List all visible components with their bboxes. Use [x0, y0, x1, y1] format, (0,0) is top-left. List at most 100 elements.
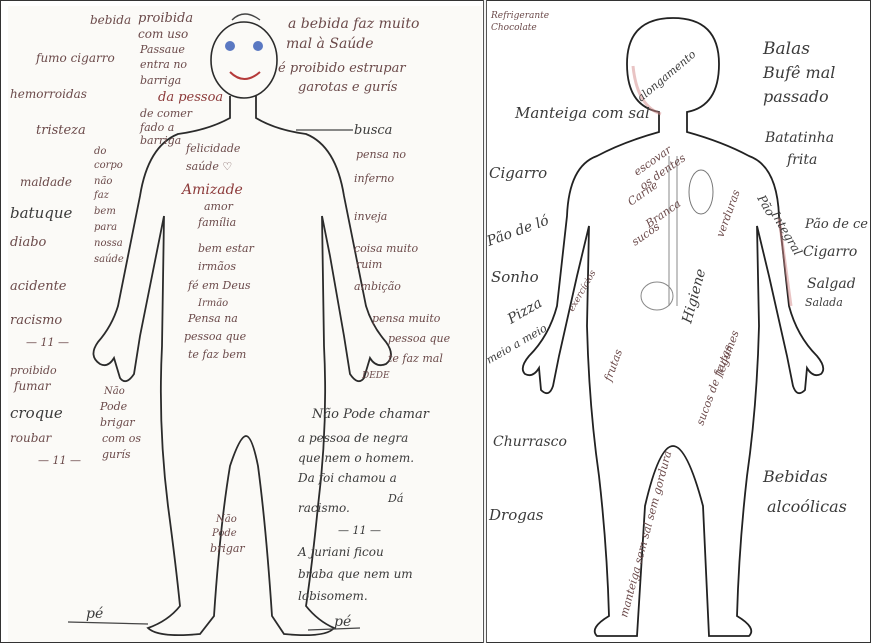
- note-mal-saude: mal à Saúde: [286, 36, 374, 52]
- para-2: que nem o homem.: [298, 451, 414, 465]
- note-roubar: roubar: [10, 431, 53, 445]
- note-small-5: para: [94, 222, 117, 233]
- right-handwriting-layer: Refrigerante Chocolate Balas Bufê mal pa…: [487, 6, 869, 642]
- foot-right-label: pé: [334, 614, 351, 630]
- torso-amor: amor: [204, 200, 234, 213]
- body-verduras: verduras: [714, 188, 743, 239]
- body-exercicios: exercícios: [566, 268, 599, 314]
- feet-arrow-left: [68, 622, 148, 624]
- torso-amizade: Amizade: [180, 182, 243, 198]
- para-9: lobisomem.: [298, 589, 368, 603]
- body-sucos-frutas: sucos de frutas: [694, 343, 735, 427]
- leg-pode: Pode: [211, 528, 237, 539]
- label-frita: frita: [786, 152, 817, 168]
- body-higiene: Higiene: [679, 267, 709, 326]
- foot-left-label: pé: [86, 606, 103, 622]
- note-com-uso: com uso: [138, 27, 188, 41]
- label-pao-lo: Pão de ló: [487, 213, 551, 250]
- note-small-0: do: [94, 146, 106, 157]
- torso-bem-estar: bem estar: [198, 242, 255, 255]
- note-sep-1: — 11 —: [26, 336, 69, 349]
- label-sonho: Sonho: [491, 268, 539, 286]
- right-pensa-muito: pensa muito: [372, 312, 441, 325]
- label-meio: meio a meio: [487, 321, 549, 366]
- note-barriga: barriga: [140, 74, 181, 87]
- label-integral: Integral: [768, 208, 805, 258]
- label-balas: Balas: [762, 39, 810, 59]
- left-drawing-panel: bebida proibida com uso Passaue entra no…: [8, 6, 482, 642]
- right-inferno: inferno: [354, 172, 395, 185]
- note-croque: croque: [10, 404, 63, 422]
- label-alongamento: alongamento: [635, 48, 699, 105]
- note-small-2: não: [94, 176, 112, 187]
- para-5: racismo.: [298, 501, 350, 515]
- corner-choco: Chocolate: [491, 23, 537, 33]
- note-small-6: nossa: [94, 238, 123, 249]
- right-ambicao: ambição: [354, 280, 401, 293]
- note-hemorroidas: hemorroidas: [10, 87, 87, 101]
- right-inveja: inveja: [354, 210, 387, 223]
- label-alcoolicas: alcoólicas: [767, 497, 847, 516]
- note-entra: entra no: [140, 58, 187, 71]
- para-7: A juriani ficou: [297, 545, 384, 559]
- note-batuque: batuque: [10, 204, 72, 222]
- para-8: braba que nem um: [298, 567, 413, 581]
- hand-com-os: com os: [102, 432, 141, 445]
- note-acidente: acidente: [10, 279, 67, 294]
- right-faz-mal: te faz mal: [388, 352, 443, 365]
- right-ruim: ruim: [356, 258, 382, 271]
- label-passado: passado: [763, 87, 829, 106]
- label-pao-cer: Pão de cer: [804, 217, 869, 232]
- torso-faz-bem: te faz bem: [188, 348, 246, 361]
- body-manteiga-sem-sal: manteiga sem sal sem gordura: [617, 449, 674, 618]
- note-bebida: bebida: [90, 13, 131, 27]
- torso-pensa: Pensa na: [187, 312, 238, 325]
- torso-familia: família: [197, 216, 236, 229]
- right-pensa: pensa no: [356, 148, 406, 161]
- note-barriga-2: barriga: [140, 134, 181, 147]
- label-salada: Salada: [805, 296, 843, 309]
- label-drogas: Drogas: [488, 506, 544, 524]
- torso-irmaos: irmãos: [198, 260, 236, 273]
- note-estrupar: é proibido estrupar: [278, 61, 406, 76]
- right-pessoa-que: pessoa que: [388, 332, 451, 345]
- para-0: Não Pode chamar: [311, 407, 430, 422]
- note-diabo: diabo: [10, 235, 47, 250]
- note-maldade: maldade: [20, 175, 72, 189]
- label-batatinha: Batatinha: [764, 130, 834, 146]
- note-fado: fado a: [139, 121, 174, 134]
- label-manteiga: Manteiga com sal: [514, 104, 650, 122]
- note-small-3: faz: [93, 190, 110, 201]
- leg-nao: Não: [215, 514, 237, 525]
- torso-irmao: Irmão: [197, 298, 228, 309]
- hand-brigar: brigar: [100, 416, 135, 429]
- note-comer: de comer: [140, 107, 193, 120]
- note-small-4: bem: [94, 206, 116, 217]
- body-frutas: frutas: [601, 347, 625, 384]
- right-coisa: coisa muito: [354, 242, 418, 255]
- label-cigarro-right: Cigarro: [803, 244, 857, 260]
- label-salgad: Salgad: [807, 276, 856, 292]
- label-bufe: Bufê mal: [762, 63, 835, 82]
- torso-saude: saúde ♡: [186, 160, 232, 173]
- label-churrasco: Churrasco: [493, 434, 567, 450]
- torso-fe: fé em Deus: [187, 279, 251, 292]
- torso-pessoa: pessoa que: [184, 330, 247, 343]
- note-garotas: garotas e gurís: [298, 80, 398, 95]
- note-small-7: saúde: [94, 254, 124, 265]
- label-bebidas: Bebidas: [762, 467, 828, 486]
- note-sep-2: — 11 —: [38, 454, 81, 467]
- note-tristeza: tristeza: [36, 123, 86, 138]
- label-cigarro-left: Cigarro: [489, 164, 547, 182]
- note-passaue: Passaue: [139, 43, 185, 56]
- note-pessoa: da pessoa: [158, 90, 223, 105]
- leg-brigar: brigar: [210, 542, 245, 555]
- para-3: Da foi chamou a: [297, 471, 397, 485]
- para-1: a pessoa de negra: [298, 431, 408, 445]
- note-racismo: racismo: [10, 313, 62, 328]
- corner-refri: Refrigerante: [490, 11, 549, 21]
- note-small-1: corpo: [94, 160, 123, 171]
- torso-felicidade: felicidade: [185, 142, 241, 155]
- note-fumar: fumar: [13, 379, 52, 393]
- hand-pode: Pode: [99, 400, 128, 413]
